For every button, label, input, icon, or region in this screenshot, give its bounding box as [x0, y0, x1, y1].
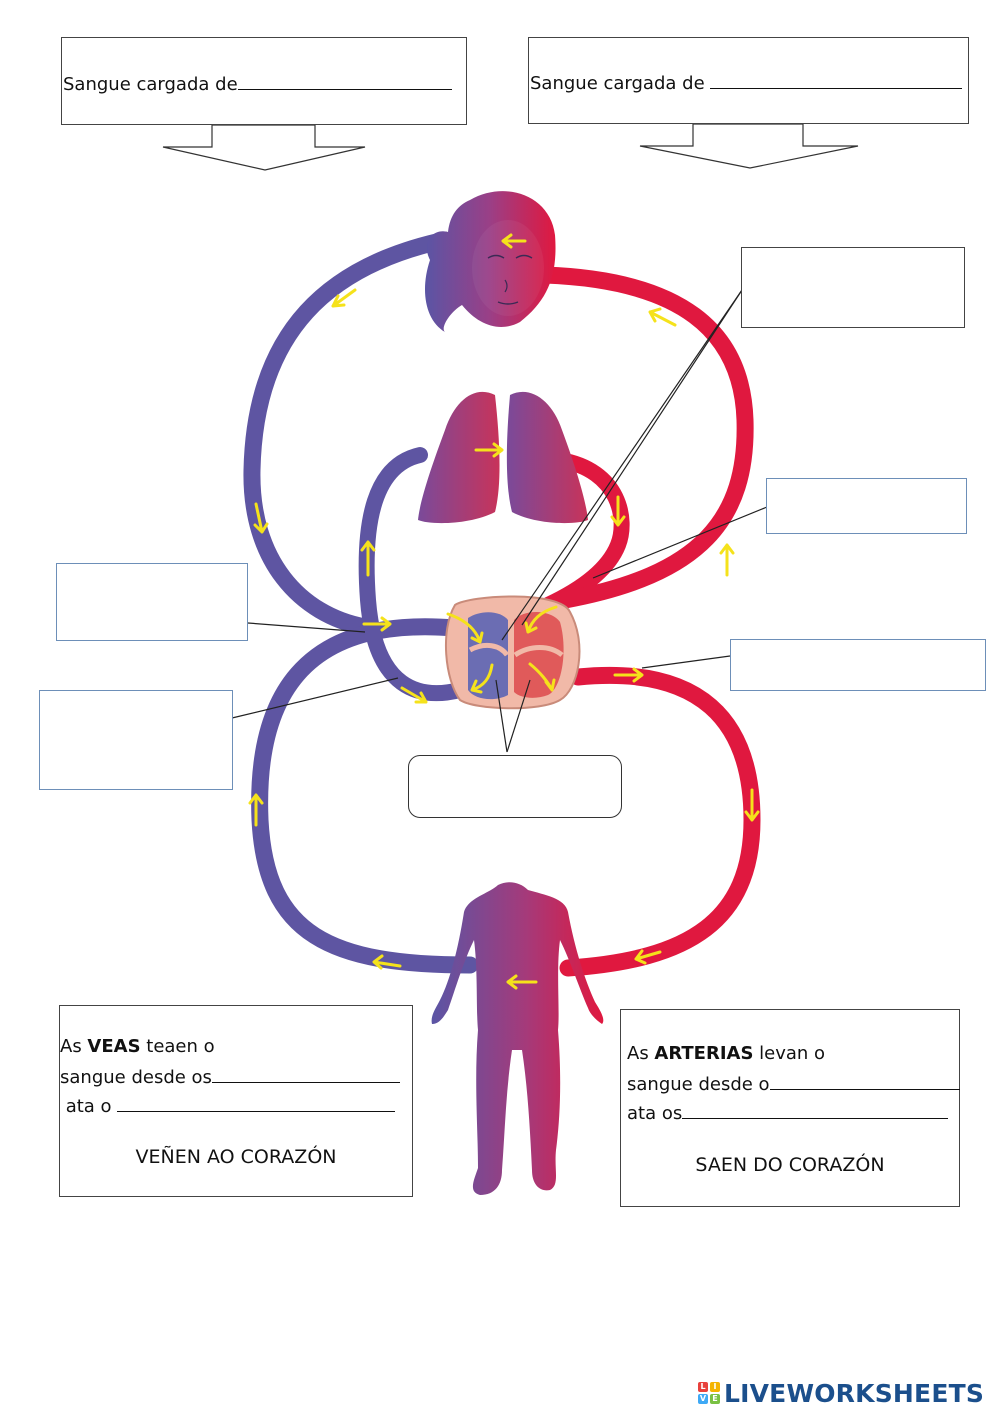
logo-tile-i: I [710, 1382, 720, 1392]
arteries-line-1-suffix: levan o [753, 1043, 826, 1064]
pulmonary-vein [540, 452, 630, 613]
flow-arrow-icon [360, 540, 376, 577]
flow-arrow-icon [719, 543, 735, 577]
flow-arrow-icon [613, 667, 644, 683]
flow-arrow-icon [528, 662, 556, 692]
veins-blank-2[interactable] [117, 1094, 396, 1112]
logo-text: LIVEWORKSHEETS [724, 1378, 985, 1408]
logo-mark-icon: L I V E [698, 1382, 720, 1404]
top-left-answer-box: Sangue cargada de [61, 37, 467, 125]
arteries-blank-2[interactable] [682, 1101, 949, 1119]
artery-upper-systemic [536, 266, 754, 609]
label-box-aorta[interactable] [730, 639, 986, 691]
label-box-pulmonary-artery[interactable] [39, 690, 233, 790]
top-right-blank[interactable] [710, 71, 963, 89]
veins-line-1-suffix: teaen o [140, 1036, 215, 1057]
flow-arrow-icon [474, 442, 504, 458]
flow-arrow-icon [362, 616, 392, 632]
artery-lower-systemic [559, 666, 761, 977]
label-box-ventricles[interactable] [408, 755, 622, 818]
veins-line-1-prefix: As [60, 1036, 88, 1057]
liveworksheets-logo[interactable]: L I V E LIVEWORKSHEETS [698, 1378, 984, 1408]
veins-line-2-text: sangue desde os [60, 1067, 212, 1088]
arteries-footer: SAEN DO CORAZÓN [695, 1154, 885, 1176]
arteries-description-box: As ARTERIAS levan o sangue desde o ata o… [620, 1009, 960, 1207]
veins-description-box: As VEAS teaen o sangue desde os ata o VE… [59, 1005, 413, 1197]
flow-arrow-icon [648, 307, 677, 327]
veins-footer: VEÑEN AO CORAZÓN [135, 1146, 337, 1168]
veins-line-2: sangue desde os [60, 1065, 400, 1088]
vein-lower-systemic [251, 618, 479, 974]
flow-arrow-icon [470, 663, 494, 694]
flow-arrow-icon [446, 612, 484, 644]
flow-arrow-icon [400, 686, 428, 704]
label-box-heart-upper[interactable] [741, 247, 965, 328]
top-right-prompt-text: Sangue cargada de [530, 73, 705, 94]
heart-icon [445, 595, 581, 710]
flow-arrow-icon [634, 949, 662, 965]
pointer-arrow-right [639, 123, 859, 169]
flow-arrow-icon [744, 788, 760, 822]
top-right-prompt: Sangue cargada de [530, 71, 963, 94]
arteries-line-3-text: ata os [627, 1103, 683, 1124]
veins-blank-1[interactable] [211, 1065, 400, 1083]
arteries-keyword: ARTERIAS [654, 1043, 754, 1064]
flow-arrow-icon [253, 502, 269, 534]
veins-line-1: As VEAS teaen o [60, 1036, 215, 1057]
pulmonary-artery [358, 447, 468, 702]
vein-upper-systemic [243, 231, 454, 636]
arteries-line-2: sangue desde o [627, 1072, 960, 1095]
logo-tile-e: E [710, 1394, 720, 1404]
arteries-line-3: ata os [627, 1101, 949, 1124]
arteries-line-1: As ARTERIAS levan o [627, 1043, 825, 1064]
logo-tile-v: V [698, 1394, 708, 1404]
veins-keyword: VEAS [87, 1036, 141, 1057]
flow-arrow-icon [248, 793, 264, 827]
flow-arrow-icon [506, 974, 538, 990]
arteries-line-1-prefix: As [627, 1043, 655, 1064]
flow-arrow-icon [610, 495, 626, 527]
logo-tile-l: L [698, 1382, 708, 1392]
flow-arrow-icon [524, 605, 558, 634]
head-icon [425, 191, 556, 332]
body-icon [431, 882, 604, 1195]
top-left-blank[interactable] [237, 72, 452, 90]
label-box-vena-cava[interactable] [56, 563, 248, 641]
arteries-blank-1[interactable] [769, 1072, 960, 1090]
flow-arrow-icon [501, 233, 527, 249]
flow-arrow-icon [372, 954, 402, 970]
top-left-prompt-text: Sangue cargada de [63, 74, 238, 95]
arteries-line-2-text: sangue desde o [627, 1074, 770, 1095]
label-box-pulmonary-vein[interactable] [766, 478, 967, 534]
top-left-prompt: Sangue cargada de [63, 72, 452, 95]
veins-line-3: ata o [60, 1094, 396, 1117]
pointer-arrow-left [162, 124, 366, 171]
lungs-icon [418, 391, 588, 524]
top-right-answer-box: Sangue cargada de [528, 37, 969, 124]
flow-arrow-icon [331, 288, 357, 308]
veins-line-3-text: ata o [60, 1096, 118, 1117]
flow-arrows [248, 233, 760, 990]
leader-lines [231, 289, 768, 753]
